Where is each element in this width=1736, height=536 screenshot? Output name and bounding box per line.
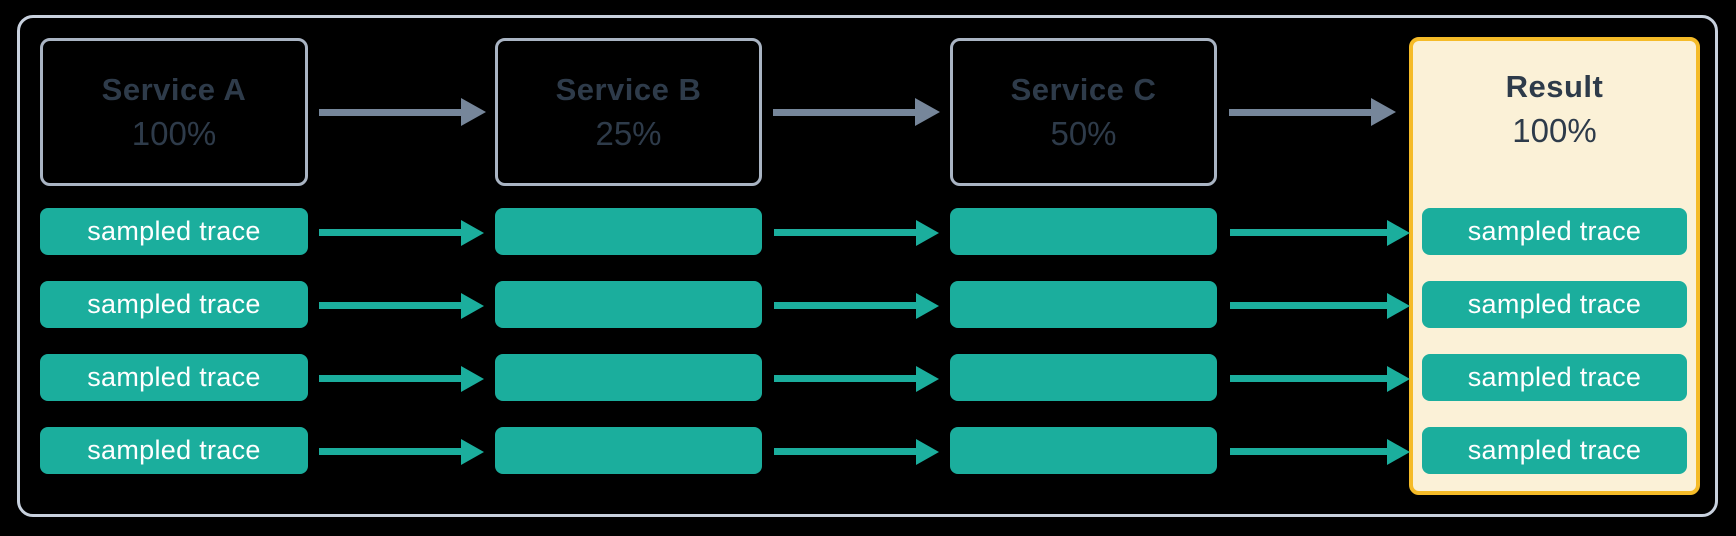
- arrow-right-icon: [1230, 365, 1410, 392]
- service-a-percent: 100%: [131, 114, 217, 152]
- arrow-right-icon: [319, 292, 484, 319]
- service-b-box: Service B 25%: [495, 38, 762, 186]
- arrow-shaft: [319, 108, 461, 116]
- arrow-head: [461, 438, 484, 465]
- sampled-trace-bar: sampled trace: [40, 427, 308, 474]
- result-title: Result: [1505, 69, 1604, 104]
- trace-bar: [950, 427, 1217, 474]
- arrow-shaft: [774, 375, 916, 382]
- arrow-head: [1371, 98, 1396, 126]
- arrow-head: [1387, 292, 1410, 319]
- sampled-trace-label: sampled trace: [1467, 435, 1642, 465]
- sampled-trace-bar: sampled trace: [1422, 354, 1687, 401]
- sampled-trace-bar: sampled trace: [1422, 427, 1687, 474]
- arrow-shaft: [1230, 375, 1387, 382]
- arrow-right-icon: [319, 438, 484, 465]
- trace-bar: [950, 354, 1217, 401]
- sampled-trace-bar: sampled trace: [40, 354, 308, 401]
- arrow-right-icon: [774, 219, 939, 246]
- arrow-shaft: [1230, 448, 1387, 455]
- arrow-head: [916, 438, 939, 465]
- arrow-shaft: [319, 448, 461, 455]
- sampled-trace-bar: sampled trace: [1422, 208, 1687, 255]
- service-a-title: Service A: [101, 71, 247, 107]
- service-a-box: Service A 100%: [40, 38, 308, 186]
- trace-bar: [495, 281, 762, 328]
- trace-bar: [950, 281, 1217, 328]
- arrow-right-icon: [319, 365, 484, 392]
- sampled-trace-label: sampled trace: [87, 289, 261, 319]
- sampled-trace-label: sampled trace: [1467, 289, 1642, 319]
- arrow-head: [461, 98, 486, 126]
- sampled-trace-label: sampled trace: [87, 435, 261, 465]
- service-c-title: Service C: [1010, 71, 1157, 107]
- arrow-head: [1387, 365, 1410, 392]
- trace-bar: [495, 208, 762, 255]
- arrow-shaft: [1230, 229, 1387, 236]
- trace-bar: [495, 354, 762, 401]
- arrow-shaft: [319, 302, 461, 309]
- arrow-shaft: [1229, 108, 1371, 116]
- trace-bar: [495, 427, 762, 474]
- sampled-trace-label: sampled trace: [87, 362, 261, 392]
- arrow-head: [461, 219, 484, 246]
- arrow-right-icon: [1230, 438, 1410, 465]
- result-percent: 100%: [1512, 112, 1597, 149]
- arrow-head: [461, 365, 484, 392]
- arrow-head: [1387, 219, 1410, 246]
- sampled-trace-bar: sampled trace: [1422, 281, 1687, 328]
- arrow-head: [916, 219, 939, 246]
- service-c-box: Service C 50%: [950, 38, 1217, 186]
- arrow-right-icon: [774, 292, 939, 319]
- result-box: Result 100%: [1409, 37, 1700, 495]
- arrow-right-icon: [319, 98, 486, 126]
- arrow-shaft: [319, 229, 461, 236]
- arrow-shaft: [774, 448, 916, 455]
- arrow-shaft: [774, 229, 916, 236]
- sampled-trace-bar: sampled trace: [40, 281, 308, 328]
- arrow-head: [1387, 438, 1410, 465]
- service-b-percent: 25%: [595, 114, 662, 152]
- arrow-head: [461, 292, 484, 319]
- arrow-shaft: [773, 108, 915, 116]
- arrow-right-icon: [774, 438, 939, 465]
- arrow-head: [915, 98, 940, 126]
- arrow-right-icon: [1229, 98, 1396, 126]
- arrow-head: [916, 292, 939, 319]
- arrow-shaft: [1230, 302, 1387, 309]
- arrow-right-icon: [319, 219, 484, 246]
- service-b-title: Service B: [555, 71, 702, 107]
- outer-frame: [17, 15, 1718, 517]
- sampled-trace-bar: sampled trace: [40, 208, 308, 255]
- arrow-shaft: [774, 302, 916, 309]
- arrow-right-icon: [773, 98, 940, 126]
- sampled-trace-label: sampled trace: [87, 216, 261, 246]
- service-c-percent: 50%: [1050, 114, 1117, 152]
- arrow-right-icon: [1230, 292, 1410, 319]
- sampled-trace-label: sampled trace: [1467, 216, 1642, 246]
- trace-bar: [950, 208, 1217, 255]
- arrow-shaft: [319, 375, 461, 382]
- arrow-right-icon: [1230, 219, 1410, 246]
- arrow-head: [916, 365, 939, 392]
- arrow-right-icon: [774, 365, 939, 392]
- sampled-trace-label: sampled trace: [1467, 362, 1642, 392]
